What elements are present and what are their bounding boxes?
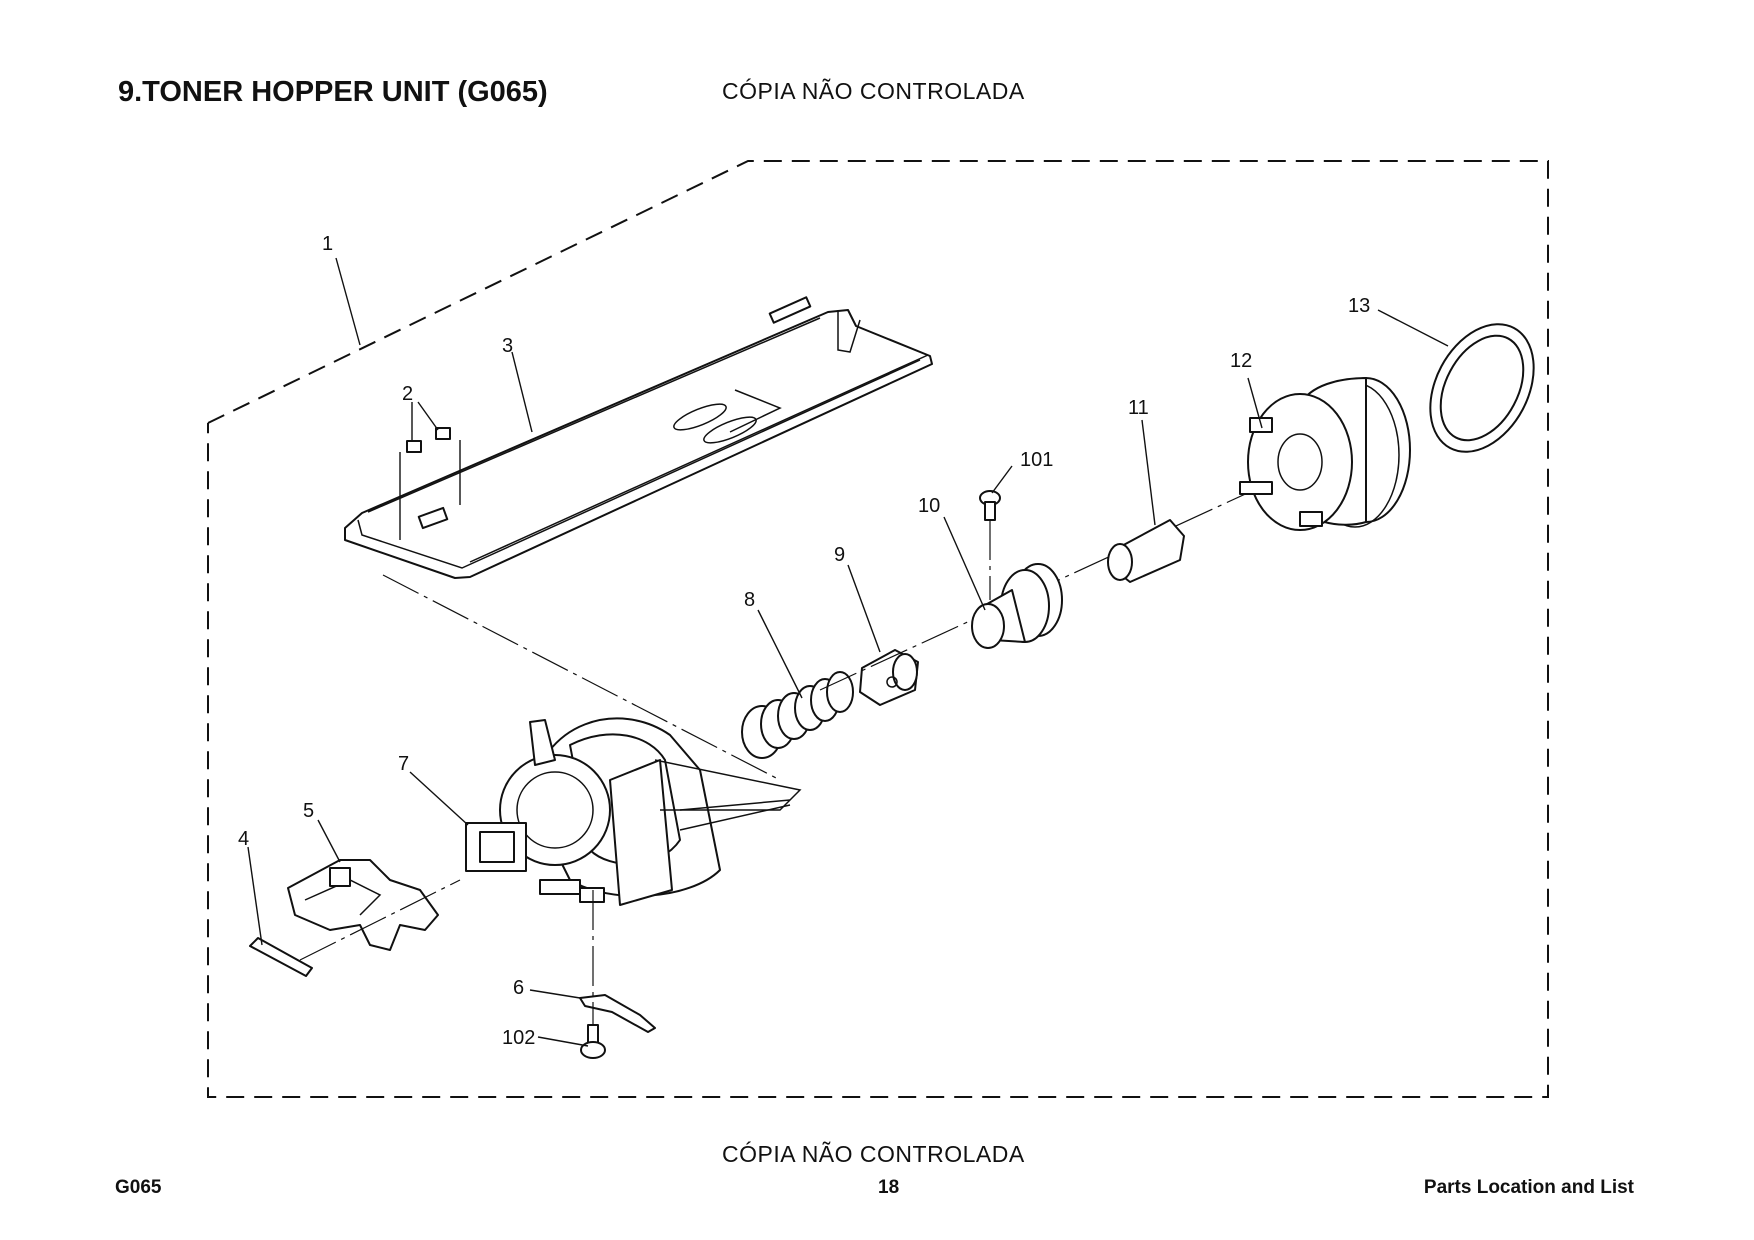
callout-11: 11: [1128, 397, 1149, 419]
watermark-top: CÓPIA NÃO CONTROLADA: [722, 78, 1025, 104]
part-13-ring: [1429, 323, 1535, 453]
part-8-spring: [741, 671, 854, 759]
callout-10: 10: [918, 495, 940, 517]
callout-1: 1: [322, 233, 333, 255]
callout-2: 2: [402, 383, 413, 405]
part-101-screw: [979, 490, 1001, 600]
part-6-plate: [579, 994, 656, 1033]
part-4-pin: [249, 937, 313, 977]
part-102-screw: [580, 890, 606, 1059]
callout-13: 13: [1348, 295, 1370, 317]
part-12-bearing: [1239, 377, 1411, 531]
part-7-drive-housing: [465, 717, 802, 906]
page-title: 9.TONER HOPPER UNIT (G065): [118, 76, 548, 108]
leader-lines: [247, 257, 1449, 1047]
assembly-boundary: [207, 160, 1549, 1098]
callout-12: 12: [1230, 350, 1252, 372]
part-3-frame-rail: [344, 296, 933, 579]
callout-8: 8: [744, 589, 755, 611]
part-2-pads: [399, 427, 461, 540]
callout-3: 3: [502, 335, 513, 357]
callout-6: 6: [513, 977, 524, 999]
callout-9: 9: [834, 544, 845, 566]
footer-section: Parts Location and List: [1423, 1177, 1634, 1198]
callout-5: 5: [303, 800, 314, 822]
part-11-joint: [1107, 519, 1185, 583]
callout-4: 4: [238, 828, 249, 850]
part-9-coupling: [859, 649, 919, 706]
callout-102: 102: [502, 1027, 535, 1049]
part-10-bushing: [971, 563, 1063, 649]
footer-model: G065: [115, 1177, 162, 1198]
callout-101: 101: [1020, 449, 1053, 471]
watermark-bottom: CÓPIA NÃO CONTROLADA: [722, 1141, 1025, 1167]
part-5-lever: [287, 859, 439, 951]
footer-page-number: 18: [878, 1177, 900, 1198]
callout-7: 7: [398, 753, 409, 775]
